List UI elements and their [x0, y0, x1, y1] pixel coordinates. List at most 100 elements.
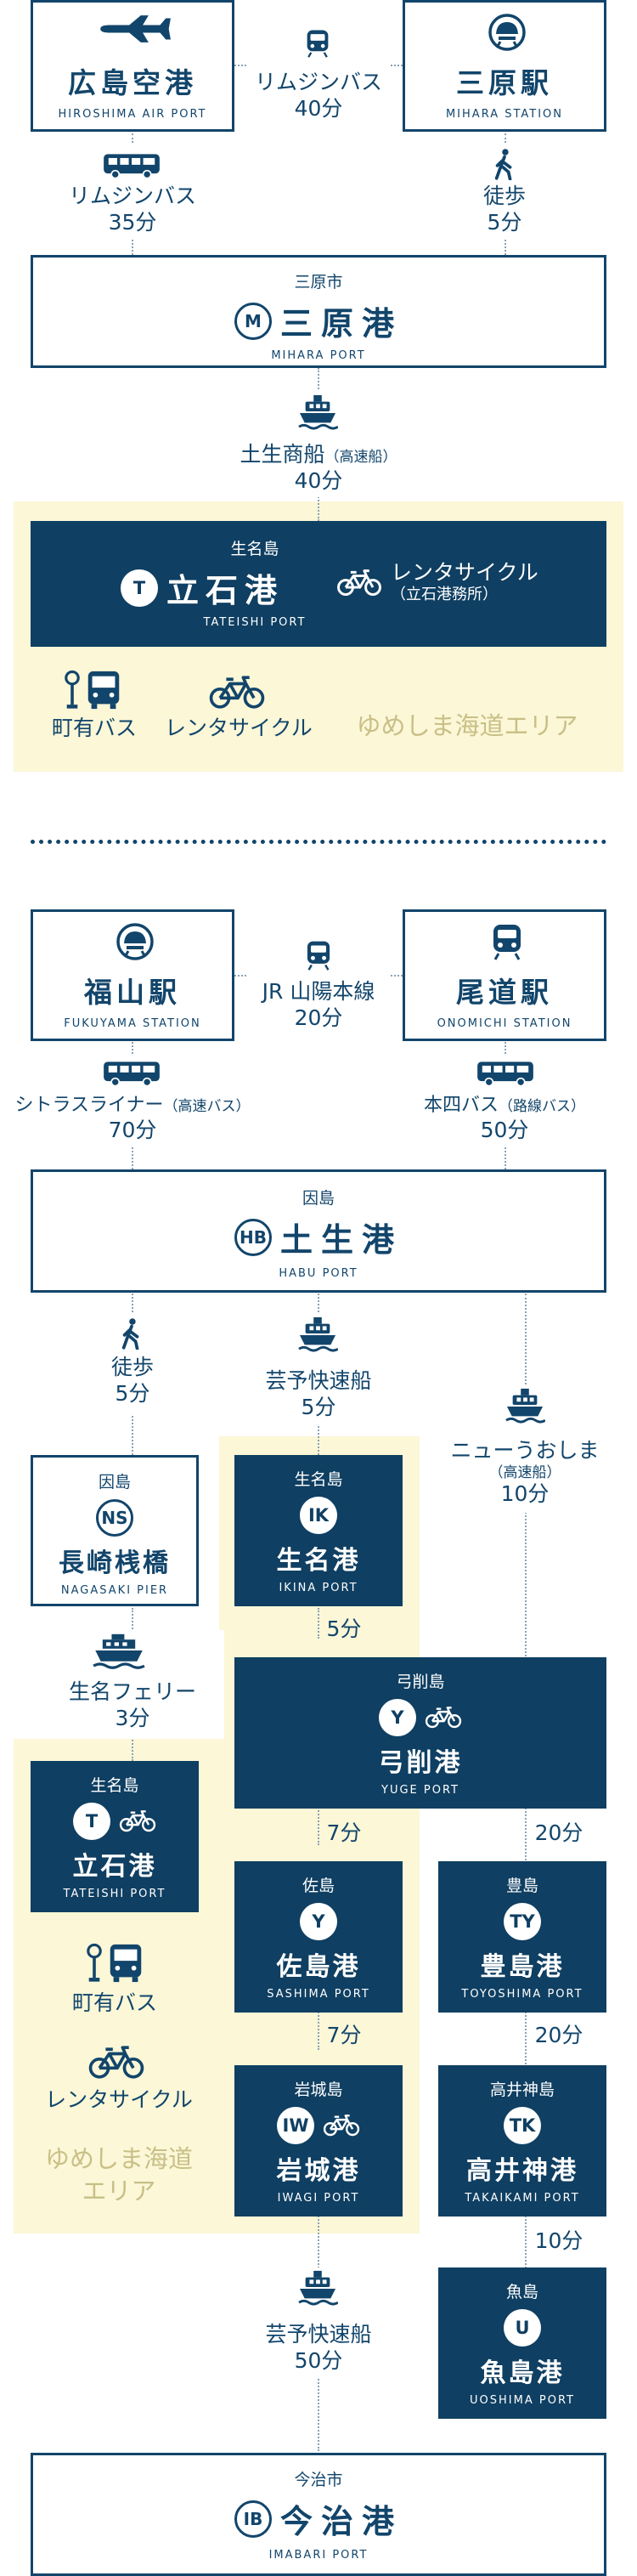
port-badge: TK — [504, 2107, 541, 2144]
train-icon — [488, 13, 526, 52]
hiroshima-airport-box[interactable]: 広島空港 HIROSHIMA AIR PORT — [31, 0, 234, 132]
bus-icon — [107, 1943, 144, 1984]
port-badge: T — [121, 569, 158, 607]
port-island: 生名島 — [230, 540, 279, 558]
airplane-icon — [96, 14, 174, 43]
area-label: ゆめしま海道エリア — [356, 711, 578, 740]
bus-icon — [85, 670, 122, 711]
port-city: 因島 — [98, 1473, 131, 1492]
walk-icon — [493, 148, 516, 180]
port-name-en: TATEISHI PORT — [203, 616, 307, 629]
port-badge: IB — [234, 2500, 272, 2538]
yuge-port-box[interactable]: 弓削島 Y 弓削港 YUGE PORT — [234, 1657, 606, 1809]
area-label: ゆめしま海道 エリア — [44, 2144, 193, 2205]
geiyo-express-label: 芸予快速船 50分 — [265, 2322, 372, 2373]
port-name: 魚島港 — [480, 2358, 565, 2388]
port-name: 長崎桟橋 — [59, 1548, 171, 1578]
connector — [318, 1608, 319, 1639]
port-island: 生名島 — [294, 1470, 343, 1489]
train-icon — [490, 922, 524, 961]
train-icon — [304, 940, 333, 971]
cycle-label: レンタサイクル — [165, 716, 313, 740]
nagasaki-pier-box[interactable]: 因島 NS 長崎桟橋 NAGASAKI PIER — [31, 1455, 199, 1606]
station-name-en: FUKUYAMA STATION — [64, 1017, 201, 1030]
habu-port-box[interactable]: 因島 HB 土生港 HABU PORT — [31, 1169, 606, 1293]
ikina-port-box[interactable]: 生名島 IK 生名港 IKINA PORT — [234, 1455, 403, 1606]
takaikami-port-box[interactable]: 高井神島 TK 高井神港 TAKAIKAMI PORT — [438, 2065, 606, 2216]
port-badge: NS — [96, 1499, 133, 1537]
uoshima-port-box[interactable]: 魚島 U 魚島港 UOSHIMA PORT — [438, 2267, 606, 2419]
ship-label: 土生商船（高速船） 40分 — [240, 442, 397, 493]
port-name: 豊島港 — [480, 1952, 565, 1982]
time-label: 7分 — [326, 2023, 362, 2047]
ship-icon — [297, 393, 338, 431]
bus-stop-icon — [65, 670, 80, 711]
tateishi-port-bottom-box[interactable]: 生名島 T 立石港 TATEISHI PORT — [31, 1761, 199, 1912]
port-name-en: YUGE PORT — [381, 1784, 459, 1797]
port-island: 豊島 — [505, 1877, 538, 1895]
port-island: 魚島 — [505, 2283, 538, 2301]
time-label: 10分 — [534, 2228, 583, 2253]
mihara-port-box[interactable]: 三原市 M 三原港 MIHARA PORT — [31, 255, 606, 368]
bus-icon — [102, 1059, 161, 1088]
walk-icon — [120, 1317, 144, 1350]
port-name-en: HABU PORT — [279, 1267, 358, 1280]
port-name-en: IMABARI PORT — [268, 2549, 369, 2562]
cycle-label: レンタサイクル — [391, 560, 538, 585]
mihara-station-box[interactable]: 三原駅 MIHARA STATION — [403, 0, 606, 132]
port-name-en: TATEISHI PORT — [63, 1888, 166, 1900]
port-badge: U — [504, 2309, 541, 2347]
port-badge: IW — [277, 2107, 314, 2144]
port-name: 今治港 — [279, 2503, 403, 2540]
station-name: 福山駅 — [84, 976, 181, 1009]
ship-icon — [297, 1316, 338, 1353]
fukuyama-station-box[interactable]: 福山駅 FUKUYAMA STATION — [31, 909, 234, 1041]
bus-label: 町有バス — [51, 716, 137, 740]
train-icon — [116, 922, 154, 961]
bus-icon — [303, 29, 332, 58]
port-name-en: TOYOSHIMA PORT — [461, 1988, 583, 2001]
connector — [318, 1999, 319, 2050]
walk-right-label: 徒歩 5分 — [482, 184, 526, 235]
port-name: 立石港 — [166, 572, 285, 609]
port-name: 高井神港 — [466, 2156, 578, 2186]
geiyo-express-label: 芸予快速船 5分 — [265, 1368, 372, 1419]
bus-icon — [476, 1059, 535, 1088]
port-name: 弓削港 — [378, 1748, 463, 1778]
bicycle-icon — [425, 1706, 462, 1730]
bicycle-icon — [323, 2114, 360, 2137]
section-divider — [31, 840, 606, 844]
port-badge: Y — [300, 1903, 337, 1940]
time-label: 7分 — [326, 1820, 362, 1845]
port-badge: M — [234, 302, 272, 340]
limousine-left-label: リムジンバス 35分 — [68, 184, 196, 235]
toyoshima-port-box[interactable]: 豊島 TY 豊島港 TOYOSHIMA PORT — [438, 1861, 606, 2013]
port-island: 弓削島 — [396, 1673, 445, 1691]
limousine-top-label: リムジンバス 40分 — [254, 70, 382, 121]
station-name: 広島空港 — [68, 66, 197, 99]
iwagi-port-box[interactable]: 岩城島 IW 岩城港 IWAGI PORT — [234, 2065, 403, 2216]
port-name-en: IWAGI PORT — [277, 2192, 360, 2205]
port-name-en: NAGASAKI PIER — [60, 1584, 169, 1597]
station-name-en: MIHARA STATION — [445, 108, 564, 121]
tateishi-port-box[interactable]: 生名島 T 立石港 TATEISHI PORT レンタサイクル （立石港務所） — [31, 521, 606, 647]
port-city: 三原市 — [294, 273, 343, 292]
port-name: 岩城港 — [276, 2156, 361, 2186]
onomichi-station-box[interactable]: 尾道駅 ONOMICHI STATION — [403, 909, 606, 1041]
jr-label: JR 山陽本線 20分 — [262, 979, 375, 1030]
port-name-en: TAKAIKAMI PORT — [465, 2192, 580, 2205]
port-badge: T — [73, 1803, 110, 1840]
time-label: 20分 — [534, 2023, 583, 2047]
ship-icon — [505, 1387, 545, 1424]
port-island: 岩城島 — [294, 2081, 343, 2099]
sashima-port-box[interactable]: 佐島 Y 佐島港 SASHIMA PORT — [234, 1861, 403, 2013]
port-badge: Y — [379, 1699, 416, 1736]
citrus-liner-label: シトラスライナー（高速バス） 70分 — [14, 1095, 251, 1142]
imabari-port-box[interactable]: 今治市 IB 今治港 IMABARI PORT — [31, 2453, 606, 2576]
port-badge: HB — [234, 1218, 272, 1256]
port-name: 佐島港 — [276, 1952, 361, 1982]
port-name: 三原港 — [279, 305, 403, 343]
port-badge: TY — [504, 1903, 541, 1940]
station-name: 尾道駅 — [456, 976, 553, 1009]
new-uoshima-label: ニューうおしま （高速船） 10分 — [450, 1438, 600, 1507]
